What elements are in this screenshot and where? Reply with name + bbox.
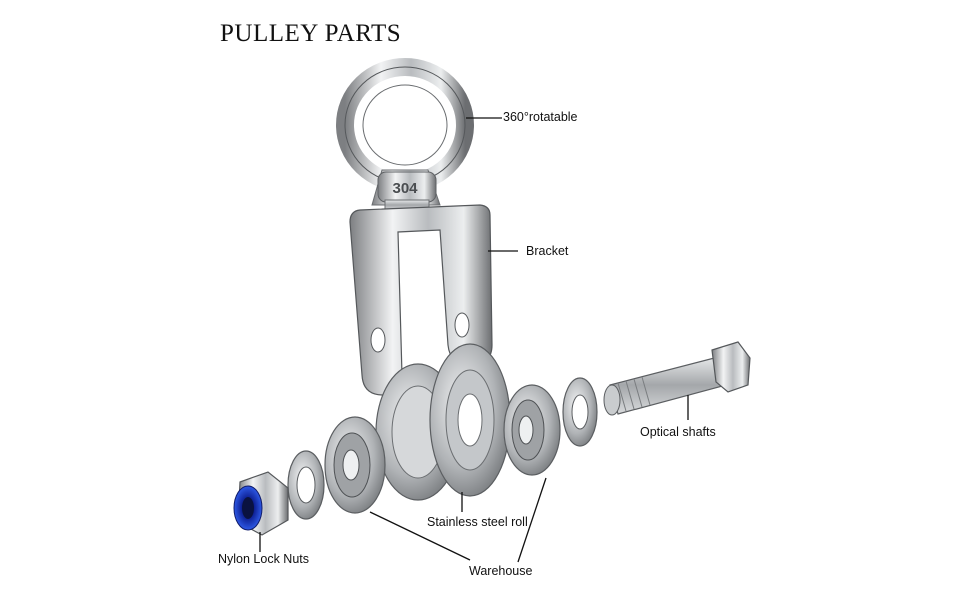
leader-lines	[259, 117, 689, 563]
nylon-lock-nut	[233, 471, 289, 536]
label-warehouse: Warehouse	[469, 564, 533, 578]
leader-warehouse-right	[517, 477, 547, 563]
eyebolt-stamp: 304	[392, 180, 418, 197]
label-nylon-lock-nuts: Nylon Lock Nuts	[218, 552, 310, 566]
right-washer	[562, 377, 598, 447]
page-title: PULLEY PARTS	[220, 20, 402, 47]
left-washer	[287, 450, 325, 520]
label-bracket: Bracket	[526, 244, 569, 258]
eye-bolt: 304	[336, 58, 474, 211]
steel-roll	[375, 343, 511, 501]
label-optical-shafts: Optical shafts	[640, 425, 716, 439]
label-rotatable: 360°rotatable	[503, 110, 578, 124]
left-bearing	[324, 416, 386, 514]
leader-warehouse-left	[369, 511, 471, 561]
optical-shaft	[603, 341, 751, 416]
right-bearing	[503, 384, 561, 476]
label-roll: Stainless steel roll	[427, 515, 528, 529]
